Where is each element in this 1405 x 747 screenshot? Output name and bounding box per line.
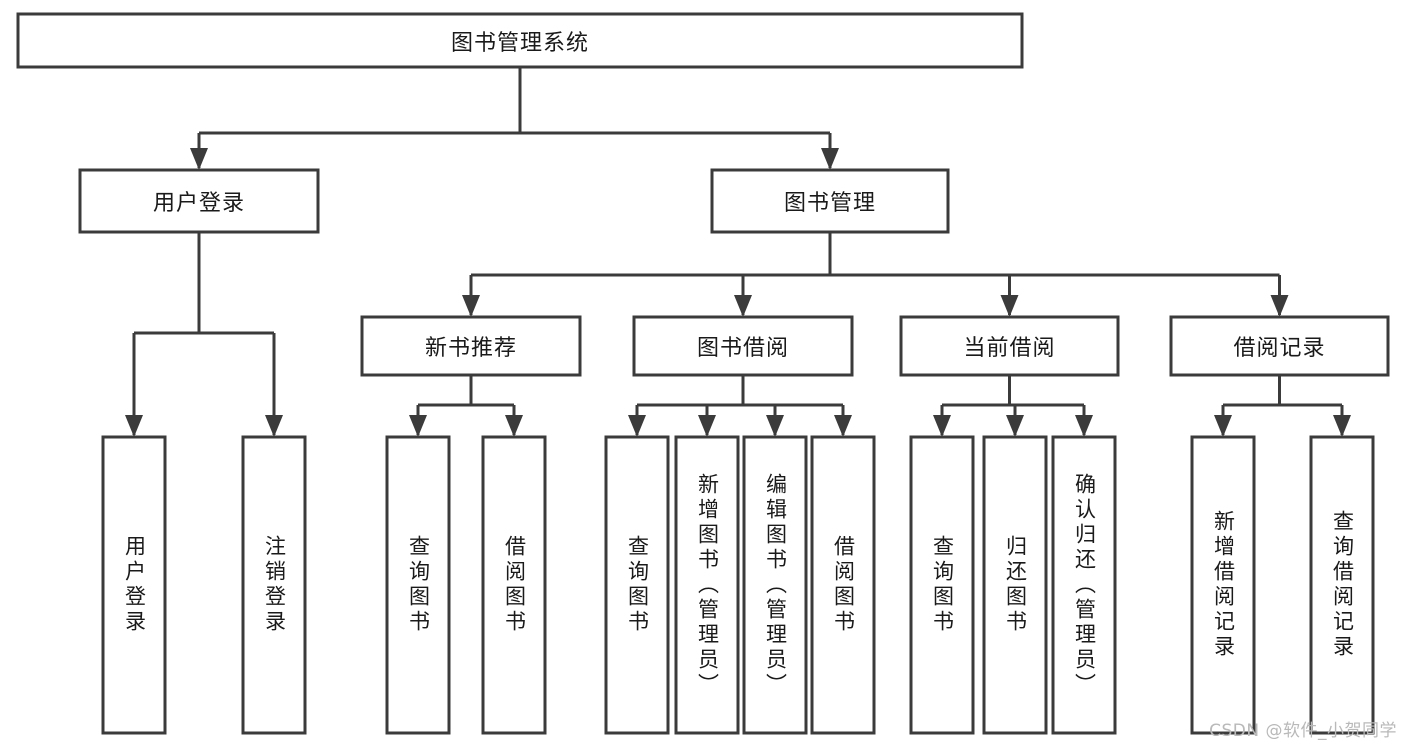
leaf-box-leaf-user-login[interactable] — [101, 435, 167, 735]
leaf-box-leaf-query-book-2[interactable] — [604, 435, 670, 735]
node-label-user-login: 用户登录 — [152, 191, 245, 216]
node-label-book-manage: 图书管理 — [783, 191, 876, 216]
leaf-box-leaf-add-record[interactable] — [1190, 435, 1256, 735]
leaf-label-leaf-confirm-return: 确认归还（管理员） — [1072, 472, 1097, 698]
node-box-user-login[interactable] — [78, 168, 320, 234]
leaf-box-leaf-borrow-book-2[interactable] — [810, 435, 876, 735]
node-label-borrow-record-container[interactable]: 借阅记录 — [1171, 317, 1388, 375]
arrow-head-leaf-confirm-return — [1075, 415, 1093, 437]
arrow-head-leaf-add-book — [698, 415, 716, 437]
node-label-book-borrow: 图书借阅 — [696, 336, 789, 361]
leaf-box-leaf-add-book[interactable] — [674, 435, 740, 735]
arrow-head-leaf-borrow-book-1 — [505, 415, 523, 437]
leaf-box-leaf-return-book[interactable] — [982, 435, 1048, 735]
leaf-label-leaf-borrow-book-2: 借阅图书 — [831, 535, 856, 635]
arrow-head-borrow-record — [1270, 295, 1289, 317]
leaf-label-leaf-logout: 注销登录 — [262, 535, 287, 635]
arrow-head-leaf-query-record — [1333, 415, 1351, 437]
arrow-head-leaf-add-record — [1214, 415, 1232, 437]
node-label-new-book-recommend: 新书推荐 — [424, 336, 517, 361]
node-label-root-container[interactable]: 图书管理系统 — [18, 14, 1022, 67]
leaf-label-leaf-add-record-container[interactable]: 新增借阅记录 — [1192, 437, 1254, 733]
arrow-head-current-borrow — [1000, 295, 1019, 317]
node-label-book-manage-container[interactable]: 图书管理 — [712, 170, 948, 232]
node-box-current-borrow[interactable] — [899, 315, 1120, 377]
leaf-label-leaf-query-book-3-container[interactable]: 查询图书 — [911, 437, 973, 733]
arrow-head-leaf-edit-book — [766, 415, 784, 437]
arrow-head-leaf-query-book-3 — [933, 415, 951, 437]
leaf-label-leaf-add-record: 新增借阅记录 — [1211, 510, 1236, 660]
leaf-label-leaf-query-book-1: 查询图书 — [406, 535, 431, 635]
leaf-label-leaf-query-book-1-container[interactable]: 查询图书 — [387, 437, 449, 733]
arrow-head-new-book-recommend — [462, 295, 480, 317]
node-label-book-borrow-container[interactable]: 图书借阅 — [634, 317, 852, 375]
leaf-box-leaf-query-record[interactable] — [1309, 435, 1375, 735]
leaf-label-leaf-user-login-container[interactable]: 用户登录 — [103, 437, 165, 733]
watermark-label: CSDN @软件_小贺同学 — [1209, 721, 1397, 741]
leaf-label-leaf-query-book-3: 查询图书 — [930, 535, 955, 635]
leaf-box-leaf-query-book-1[interactable] — [385, 435, 451, 735]
leaf-label-leaf-user-login: 用户登录 — [122, 535, 147, 635]
node-label-new-book-recommend-container[interactable]: 新书推荐 — [362, 317, 580, 375]
arrow-head-leaf-return-book — [1006, 415, 1024, 437]
leaf-box-leaf-confirm-return[interactable] — [1051, 435, 1117, 735]
node-box-root[interactable] — [16, 12, 1024, 69]
leaf-label-leaf-borrow-book-1: 借阅图书 — [502, 535, 527, 635]
leaf-label-leaf-confirm-return-container[interactable]: 确认归还（管理员） — [1053, 437, 1115, 733]
leaf-box-leaf-borrow-book-1[interactable] — [481, 435, 547, 735]
leaf-label-leaf-logout-container[interactable]: 注销登录 — [243, 437, 305, 733]
leaf-label-leaf-query-book-2-container[interactable]: 查询图书 — [606, 437, 668, 733]
arrow-head-leaf-logout — [265, 415, 283, 437]
arrow-head-leaf-borrow-book-2 — [834, 415, 852, 437]
leaf-label-leaf-add-book: 新增图书（管理员） — [695, 472, 720, 698]
leaf-label-leaf-add-book-container[interactable]: 新增图书（管理员） — [676, 437, 738, 733]
leaf-label-leaf-query-record: 查询借阅记录 — [1330, 510, 1355, 660]
node-label-current-borrow: 当前借阅 — [963, 336, 1056, 361]
node-label-current-borrow-container[interactable]: 当前借阅 — [901, 317, 1118, 375]
leaf-label-leaf-borrow-book-2-container[interactable]: 借阅图书 — [812, 437, 874, 733]
leaf-label-leaf-return-book-container[interactable]: 归还图书 — [984, 437, 1046, 733]
node-label-user-login-container[interactable]: 用户登录 — [80, 170, 318, 232]
arrow-head-book-manage — [821, 148, 839, 170]
arrow-head-user-login — [190, 148, 208, 170]
arrow-head-book-borrow — [734, 295, 752, 317]
arrow-head-leaf-query-book-2 — [628, 415, 646, 437]
leaf-label-leaf-edit-book-container[interactable]: 编辑图书（管理员） — [744, 437, 806, 733]
arrow-head-leaf-user-login — [125, 415, 143, 437]
leaf-label-leaf-query-record-container[interactable]: 查询借阅记录 — [1311, 437, 1373, 733]
arrow-head-leaf-query-book-1 — [409, 415, 427, 437]
node-label-root: 图书管理系统 — [450, 30, 589, 56]
leaf-label-leaf-borrow-book-1-container[interactable]: 借阅图书 — [483, 437, 545, 733]
node-box-new-book-recommend[interactable] — [360, 315, 582, 377]
leaf-label-leaf-query-book-2: 查询图书 — [625, 535, 650, 635]
leaf-label-leaf-edit-book: 编辑图书（管理员） — [763, 472, 788, 698]
leaf-label-leaf-return-book: 归还图书 — [1003, 535, 1028, 635]
leaf-box-leaf-query-book-3[interactable] — [909, 435, 975, 735]
leaf-box-leaf-logout[interactable] — [241, 435, 307, 735]
node-label-borrow-record: 借阅记录 — [1233, 336, 1326, 361]
